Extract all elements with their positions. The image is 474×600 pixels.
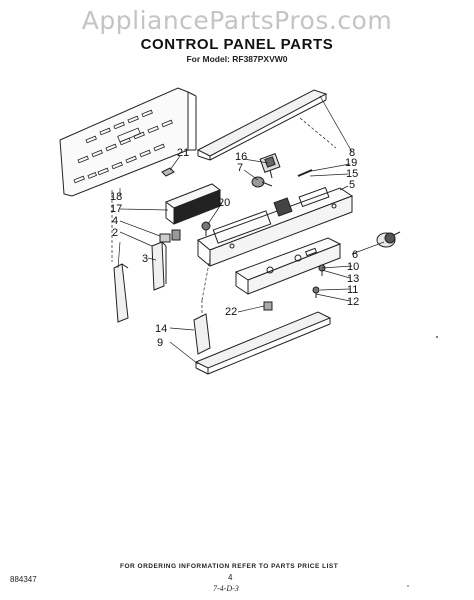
callout-21: 21	[177, 147, 189, 159]
ordering-note: FOR ORDERING INFORMATION REFER TO PARTS …	[120, 563, 339, 570]
part-17-timer	[164, 183, 222, 225]
callout-12: 12	[347, 296, 359, 308]
part-14-bracket	[193, 313, 211, 355]
part-8-top-trim	[196, 89, 328, 161]
page-title: CONTROL PANEL PARTS	[140, 36, 334, 53]
callout-7: 7	[237, 162, 243, 174]
revision-mark: 7-4-D-3	[213, 584, 239, 593]
model-line: For Model: RF387PXVW0	[186, 54, 288, 64]
callout-9: 9	[157, 337, 163, 349]
left-end-bracket	[113, 263, 129, 323]
part-19-clip	[297, 169, 313, 177]
callout-11: 11	[347, 284, 358, 296]
watermark: AppliancePartsPros.com	[81, 6, 393, 35]
callout-3: 3	[142, 253, 148, 265]
callout-17: 17	[110, 203, 122, 215]
scan-marks	[407, 336, 438, 587]
part-11-screw	[312, 286, 320, 298]
callout-10: 10	[347, 261, 359, 273]
document-number: 884347	[10, 575, 37, 584]
callout-4: 4	[112, 215, 118, 227]
part-10-lower-plate	[234, 237, 342, 295]
part-7-socket	[251, 176, 273, 188]
callout-15: 15	[346, 168, 358, 180]
part-18-back-panel	[59, 87, 197, 197]
part-5-control-panel	[197, 186, 354, 267]
part-4-bracket	[159, 229, 181, 243]
callout-20: 20	[218, 197, 230, 209]
callout-22: 22	[225, 306, 237, 318]
part-16-switch	[259, 153, 281, 179]
callout-16: 16	[235, 151, 247, 163]
callout-13: 13	[347, 273, 359, 285]
callout-5: 5	[349, 179, 355, 191]
callout-18: 18	[110, 191, 122, 203]
callout-labels: 21 16 7 8 19 15 5 18 17 20 4 2 3 6 10 13…	[110, 147, 359, 349]
callout-19: 19	[345, 157, 357, 169]
callout-2: 2	[112, 227, 118, 239]
callout-6: 6	[352, 249, 358, 261]
part-6-knob	[376, 231, 401, 248]
part-22-clip	[263, 301, 273, 311]
leader-lines	[111, 95, 385, 365]
part-20-screw	[201, 221, 211, 236]
part-3-side-bracket	[151, 241, 167, 291]
part-21-clip	[161, 167, 175, 177]
part-9-bottom-trim	[194, 311, 332, 375]
callout-14: 14	[155, 323, 167, 335]
callout-8: 8	[349, 147, 355, 159]
page-number: 4	[228, 573, 233, 582]
